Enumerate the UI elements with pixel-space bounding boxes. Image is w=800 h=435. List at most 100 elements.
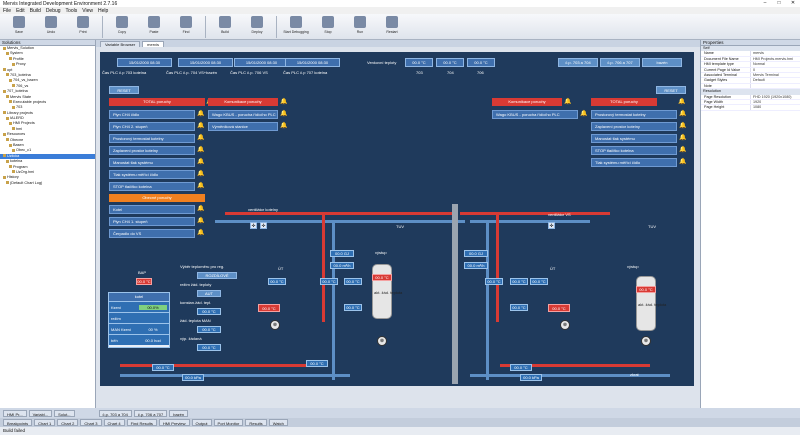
fan-icon[interactable]: ✣ [260, 222, 267, 229]
kotel-man-value[interactable]: 00 % [148, 326, 158, 332]
pump-icon[interactable]: ⊗ [641, 336, 651, 346]
minimize-icon[interactable]: – [763, 0, 767, 6]
output-tab[interactable]: Chart 2 [57, 419, 79, 426]
menu-debug[interactable]: Debug [45, 7, 61, 14]
tree-item[interactable]: Uzlicka [0, 153, 95, 160]
bell-icon[interactable]: 🔔 [679, 111, 687, 117]
tree-item[interactable]: 706_vs [0, 84, 95, 89]
konstanta-value[interactable]: 00.0 °C [197, 308, 221, 315]
zad-man-value[interactable]: 00.0 °C [197, 326, 221, 333]
bell-icon[interactable]: 🔔 [197, 111, 205, 117]
bell-icon[interactable]: 🔔 [197, 230, 205, 236]
tree-item[interactable]: Mervis State [0, 95, 95, 100]
page-tab-706-707[interactable]: č.p. 706 a 707 [133, 409, 168, 417]
bell-icon[interactable]: 🔔 [197, 147, 205, 153]
tab-hmi-projects[interactable]: HMI Pr... [3, 409, 27, 417]
menu-help[interactable]: Help [97, 7, 109, 14]
bell-icon[interactable]: 🔔 [197, 135, 205, 141]
bell-icon[interactable]: 🔔 [197, 159, 205, 165]
tree-item[interactable]: 707_kotelna [0, 89, 95, 94]
tree-item[interactable]: Obec_c1 [0, 148, 95, 153]
output-tab[interactable]: Chart 4 [103, 419, 125, 426]
tree-item[interactable]: UzOrg.hmi [0, 170, 95, 175]
menu-view[interactable]: View [82, 7, 93, 14]
copy-button[interactable]: Copy [107, 16, 137, 34]
reset-button-right[interactable]: RESET [656, 86, 686, 94]
property-row[interactable]: Note [701, 83, 800, 90]
output-tab[interactable]: Port Monitor [213, 419, 244, 426]
tree-item[interactable]: 703 [0, 105, 95, 110]
rozdilove-button[interactable]: ROZDÍLOVÉ [197, 272, 237, 279]
property-value[interactable]: HMI Projects.mervis.hmi [753, 56, 793, 61]
tree-item[interactable]: 703_kotelna [0, 73, 95, 78]
pump-icon[interactable]: ⊗ [270, 320, 280, 330]
property-value[interactable]: 0 [753, 67, 756, 72]
output-tab[interactable]: Results [245, 419, 267, 426]
tree-item[interactable]: Library projects [0, 111, 95, 116]
output-tab[interactable]: Chart 1 [34, 419, 56, 426]
bell-icon[interactable]: 🔔 [679, 159, 687, 165]
fan-icon[interactable]: ✣ [548, 222, 555, 229]
bell-icon[interactable]: 🔔 [197, 171, 205, 177]
find-button[interactable]: Find [171, 16, 201, 34]
pump-icon[interactable]: ⊗ [560, 320, 570, 330]
bell-icon[interactable]: 🔔 [679, 135, 687, 141]
deploy-button[interactable]: Deploy [242, 16, 272, 34]
undo-button[interactable]: Undo [36, 16, 66, 34]
start-debugging-button[interactable]: Start Debugging [281, 16, 311, 34]
reset-button-left[interactable]: RESET [109, 86, 139, 94]
bell-icon[interactable]: 🔔 [679, 123, 687, 129]
property-value[interactable]: mervis [753, 51, 764, 56]
tree-item[interactable]: Mervis_Solution [0, 46, 95, 51]
tree-item[interactable]: (Default Chart Log) [0, 181, 95, 186]
menu-file[interactable]: File [3, 7, 12, 14]
tree-item[interactable]: Obecne [0, 138, 95, 143]
run-button[interactable]: Run [345, 16, 375, 34]
tree-item[interactable]: hmi [0, 127, 95, 132]
bell-icon[interactable]: 🔔 [580, 111, 588, 117]
property-value[interactable]: Normal [753, 62, 765, 67]
print-button[interactable]: Print [68, 16, 98, 34]
property-value[interactable]: Mervis Terminal [753, 72, 779, 77]
bell-icon[interactable]: 🔔 [197, 123, 205, 129]
page-tab-bazen[interactable]: bazén [169, 409, 189, 417]
property-value[interactable]: 1920 [753, 99, 762, 104]
aut-button[interactable]: AUT [197, 290, 221, 297]
tree-item[interactable]: History [0, 175, 95, 180]
output-tab[interactable]: Chart 3 [80, 419, 102, 426]
bell-icon[interactable]: 🔔 [197, 183, 205, 189]
menu-edit[interactable]: Edit [16, 7, 25, 14]
output-tab[interactable]: HMI Preview [158, 419, 190, 426]
paste-button[interactable]: Paste [139, 16, 169, 34]
property-value[interactable]: FHD 1920 (1920x1080) [753, 94, 792, 99]
bell-icon[interactable]: 🔔 [280, 123, 288, 129]
save-button[interactable]: Save [4, 16, 34, 34]
bell-icon[interactable]: 🔔 [679, 147, 687, 153]
tree-item[interactable]: Profile [0, 57, 95, 62]
tree-item[interactable]: Executable projects [0, 100, 95, 105]
tab-variable-browser[interactable]: Variable Browser [100, 41, 141, 47]
bell-icon[interactable]: 🔔 [280, 111, 288, 117]
tree-item[interactable]: IALERD [0, 116, 95, 121]
tree-item[interactable]: Basen [0, 143, 95, 148]
property-value[interactable]: 1080 [753, 105, 762, 110]
tree-item[interactable]: opt [0, 68, 95, 73]
output-tab[interactable]: Find Results [126, 419, 157, 426]
stop-button[interactable]: Stop [313, 16, 343, 34]
property-value[interactable]: Default [753, 78, 765, 83]
menu-tools[interactable]: Tools [65, 7, 78, 14]
restart-button[interactable]: Restart [377, 16, 407, 34]
tree-item[interactable]: Resources [0, 132, 95, 137]
cp-703-704-button[interactable]: č.p. 703 a 704 [558, 58, 598, 67]
tab-solutions[interactable]: Solut... [54, 409, 75, 417]
cp-706-707-button[interactable]: č.p. 706 a 707 [600, 58, 640, 67]
tree-item[interactable]: HMI Projects [0, 121, 95, 126]
